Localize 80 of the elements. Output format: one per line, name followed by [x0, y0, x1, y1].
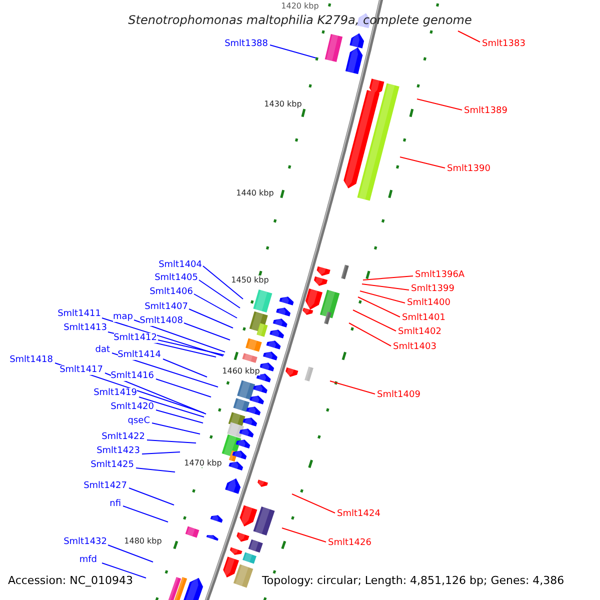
leader-line — [156, 378, 212, 398]
leader-line — [362, 284, 410, 290]
leader-line — [188, 308, 234, 328]
gene-label: Smlt1420 — [110, 402, 154, 412]
leader-line — [104, 372, 206, 414]
gene-label: Smlt1408 — [140, 316, 183, 326]
leader-line — [282, 528, 326, 542]
gene-label: dat — [95, 345, 110, 355]
leader-line — [142, 452, 180, 454]
scale-label: 1460 kbp — [222, 366, 260, 376]
scale-label: 1420 kbp — [281, 2, 319, 10]
leader-line — [122, 506, 168, 522]
leader-line — [158, 340, 224, 356]
gene-label: Smlt1400 — [407, 298, 450, 308]
leader-line — [330, 380, 376, 394]
gene-label: Smlt1403 — [393, 342, 436, 352]
gene-label: Smlt1383 — [482, 39, 526, 49]
gene-label: Smlt1425 — [90, 460, 134, 470]
gene-label: Smlt1417 — [60, 365, 103, 375]
gene-label: Smlt1419 — [94, 388, 137, 398]
gene-label: Smlt1414 — [118, 350, 161, 360]
gene-label: Smlt1405 — [154, 273, 198, 283]
gene-label: Smlt1413 — [64, 323, 107, 333]
gene-label: Smlt1399 — [411, 284, 454, 294]
leader-line — [136, 468, 176, 472]
leader-line — [156, 410, 204, 424]
leader-line — [162, 358, 208, 378]
gene-label: Smlt1422 — [102, 432, 145, 442]
gene-label: Smlt1406 — [150, 287, 193, 297]
leader-line — [400, 156, 446, 168]
scale-label: 1430 kbp — [264, 100, 302, 108]
gene-label: Smlt1424 — [337, 509, 380, 519]
leader-line — [102, 562, 146, 578]
leader-line — [128, 488, 174, 506]
gene-label: mfd — [79, 555, 97, 565]
leader-line — [270, 44, 316, 58]
leader-line — [146, 440, 196, 444]
leader-line — [362, 276, 414, 280]
leader-line — [352, 310, 396, 332]
scale-label: 1450 kbp — [231, 276, 269, 284]
gene-label: Smlt1396A — [415, 270, 465, 280]
leader-line — [292, 494, 336, 514]
gene-label: qseC — [128, 416, 150, 426]
leader-line — [358, 296, 400, 318]
gene-label: Smlt1423 — [96, 446, 140, 456]
gene-label: Smlt1427 — [84, 481, 127, 491]
leader-line — [102, 318, 224, 356]
leader-line — [184, 322, 230, 340]
leader-line — [458, 30, 480, 42]
scale-label: 1480 kbp — [124, 536, 162, 546]
leader-line — [134, 320, 226, 352]
gene-label: Smlt1418 — [10, 355, 53, 365]
leader-line — [194, 294, 238, 318]
gene-label: Smlt1412 — [114, 333, 157, 343]
leader-line — [360, 290, 406, 304]
gene-label: Smlt1426 — [328, 538, 372, 548]
scale-label: 1470 kbp — [184, 458, 222, 468]
scale-label: 1440 kbp — [236, 188, 274, 198]
leader-line — [152, 422, 200, 434]
footer-text: Accession: NC_010943 — [8, 576, 134, 586]
leader-line — [138, 396, 204, 418]
gene-label: Smlt1401 — [402, 313, 446, 323]
leader-line — [202, 266, 244, 300]
leader-line — [348, 322, 392, 346]
leader-line — [416, 98, 462, 110]
gene-label: Smlt1390 — [447, 164, 490, 174]
gene-label: Smlt1407 — [144, 302, 188, 312]
gene-label: map — [113, 312, 133, 322]
gene-label: Smlt1389 — [464, 106, 508, 116]
gene-label: Smlt1402 — [398, 327, 442, 337]
gene-label: Smlt1432 — [64, 537, 107, 547]
leader-line — [108, 544, 154, 562]
gene-label: Smlt1404 — [158, 260, 202, 270]
gene-label: Smlt1416 — [110, 371, 154, 381]
gene-label: Smlt1411 — [58, 309, 101, 319]
leader-line — [198, 280, 240, 308]
gene-label: Smlt1388 — [224, 39, 268, 49]
footer-text: Topology: circular; Length: 4,851,126 bp; Genes: 4,386 — [262, 576, 564, 586]
gene-label: nfi — [110, 499, 121, 509]
gene-label: Smlt1409 — [377, 390, 420, 400]
